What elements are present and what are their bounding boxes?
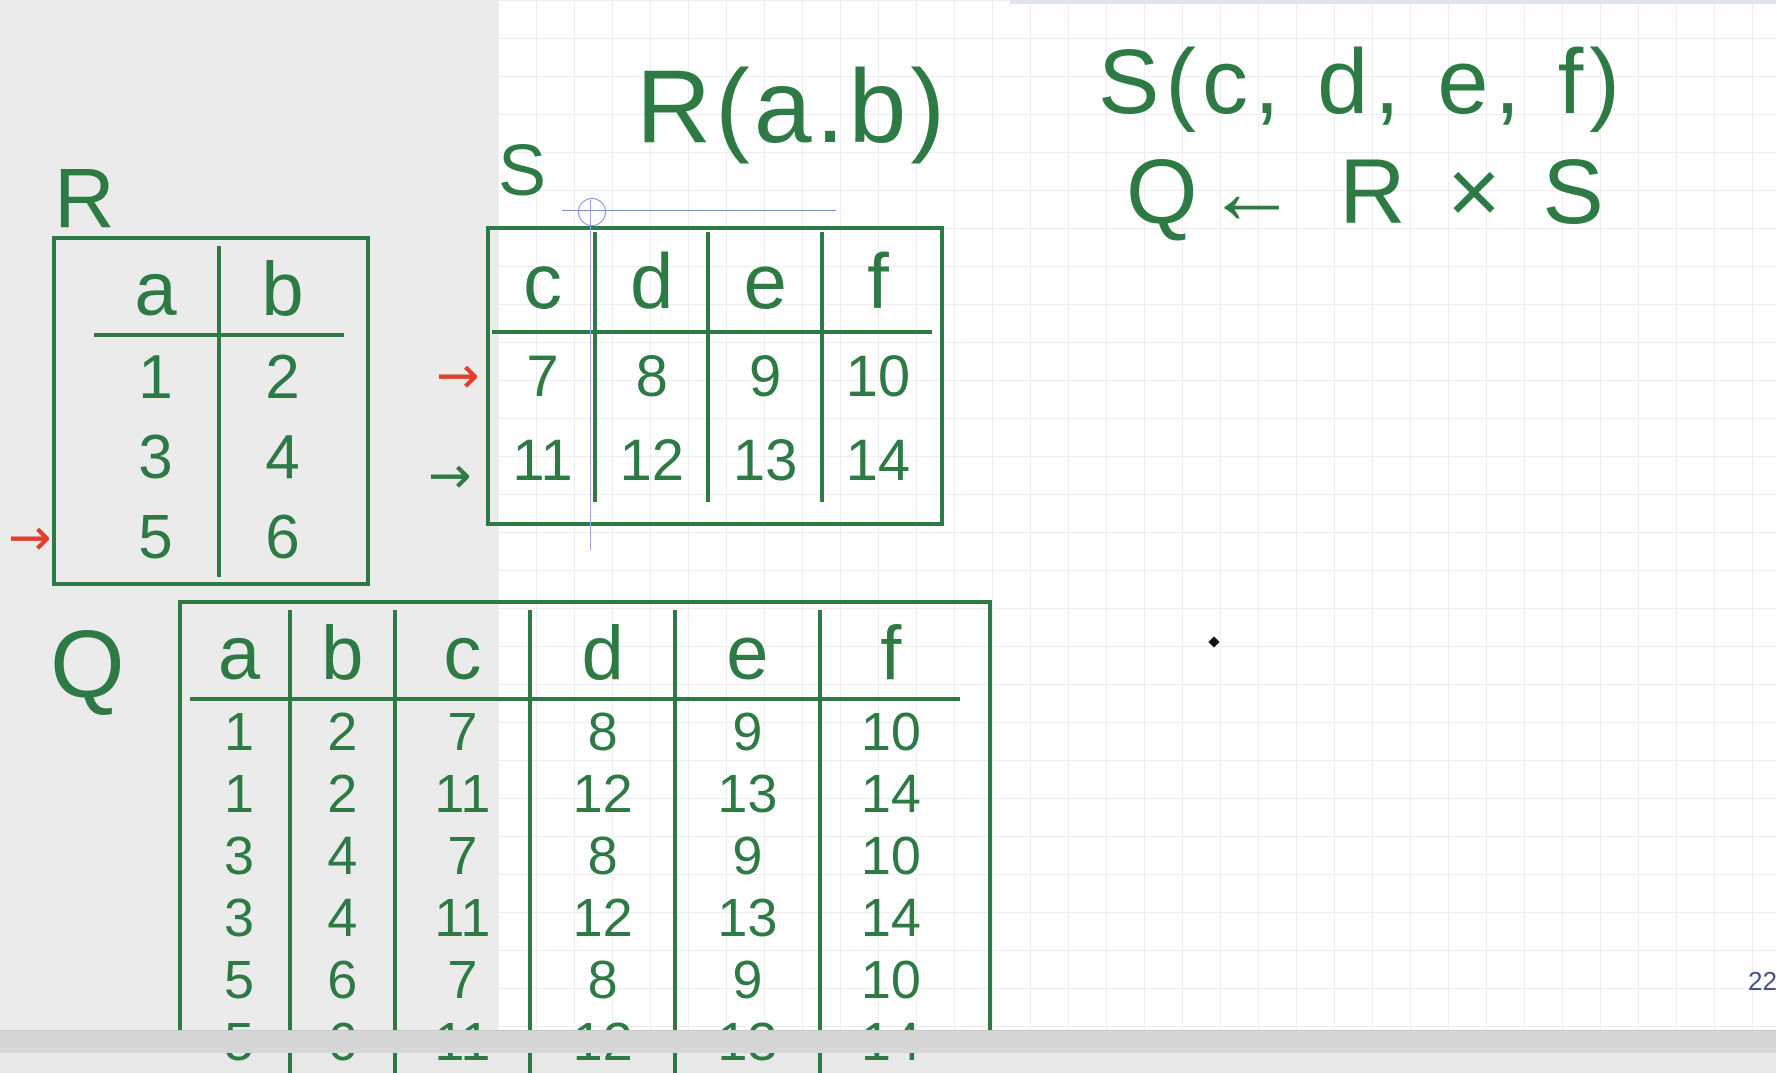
- table-cell: 12: [528, 763, 675, 825]
- table-q-header-cell: b: [288, 610, 395, 701]
- table-cell: 2: [217, 335, 344, 417]
- red-pointer-arrow-icon: →: [8, 508, 52, 568]
- table-cell: 9: [706, 332, 822, 418]
- table-s-header-cell: c: [492, 232, 595, 334]
- table-r-header-cell: a: [94, 246, 219, 337]
- table-q-header-cell: e: [672, 610, 820, 701]
- table-cell: 7: [392, 825, 531, 887]
- table-cell: 9: [672, 699, 820, 763]
- table-cell: 5: [138, 502, 173, 572]
- whiteboard-canvas[interactable]: [498, 0, 1776, 1030]
- table-cell: 4: [217, 417, 344, 497]
- table-row: 1 2 7 8 9 10: [190, 699, 960, 763]
- table-cell: 13: [672, 887, 820, 949]
- table-cell: 13: [672, 763, 820, 825]
- table-cell: 7: [526, 343, 559, 409]
- cartesian-product-expression: Q← R × S: [1126, 141, 1612, 243]
- relation-s-schema: S(c, d, e, f): [1098, 31, 1626, 133]
- table-cell: 5: [223, 950, 255, 1010]
- table-row: 5 6 7 8 9 10: [190, 949, 960, 1011]
- table-q-header-row: a b c d e f: [190, 610, 960, 701]
- table-cell: 3: [223, 826, 255, 886]
- table-row: 11 12 13 14: [492, 418, 932, 502]
- table-cell: 4: [288, 887, 395, 949]
- ruler-guide-vertical: [590, 200, 591, 550]
- table-cell: 8: [592, 332, 709, 418]
- table-cell: 1: [223, 764, 255, 824]
- table-s-header-cell: e: [706, 232, 822, 334]
- table-r-label: R: [54, 151, 115, 245]
- table-s-label: S: [498, 131, 547, 211]
- table-cell: 7: [392, 699, 531, 763]
- table-cell: 3: [138, 422, 173, 492]
- table-cell: 9: [672, 825, 820, 887]
- table-s-header-row: c d e f: [492, 232, 932, 334]
- table-cell: 3: [223, 888, 255, 948]
- green-pointer-arrow-icon: →: [428, 446, 472, 506]
- table-cell: 13: [706, 418, 822, 502]
- bottom-status-bar: [0, 1030, 1776, 1053]
- table-row: 1 2 11 12 13 14: [190, 763, 960, 825]
- table-row: 5 6: [94, 497, 344, 577]
- relation-r-schema: R(a.b): [636, 49, 949, 165]
- table-row: 3 4 11 12 13 14: [190, 887, 960, 949]
- table-cell: 10: [817, 699, 960, 763]
- table-row: 3 4: [94, 417, 344, 497]
- table-cell: 1: [138, 342, 173, 412]
- table-cell: 1: [223, 702, 255, 762]
- page-number: 22: [1748, 966, 1776, 996]
- table-r-border: [52, 236, 370, 586]
- table-row: 7 8 9 10: [492, 332, 932, 418]
- table-cell: 6: [288, 949, 395, 1011]
- table-cell: 11: [512, 427, 573, 493]
- table-cell: 8: [528, 949, 675, 1011]
- table-q-border: [178, 600, 992, 1044]
- table-cell: 4: [288, 825, 395, 887]
- crosshair-cursor-icon: [578, 198, 606, 226]
- red-pointer-arrow-icon: →: [436, 346, 480, 406]
- table-cell: 14: [817, 887, 960, 949]
- table-s: c d e f 7 8 9 10 11 12 13 14: [492, 232, 932, 502]
- table-cell: 2: [288, 763, 395, 825]
- table-q-header-cell: f: [817, 610, 960, 701]
- table-s-header-cell: d: [592, 232, 709, 334]
- table-r-header-row: a b: [94, 246, 344, 337]
- table-row: 3 4 7 8 9 10: [190, 825, 960, 887]
- table-cell: 14: [819, 418, 932, 502]
- table-cell: 10: [817, 825, 960, 887]
- table-cell: 6: [217, 497, 344, 577]
- table-q-header-cell: a: [190, 610, 291, 701]
- table-cell: 11: [392, 887, 531, 949]
- table-cell: 12: [592, 418, 709, 502]
- table-cell: 9: [672, 949, 820, 1011]
- table-q-header-cell: d: [528, 610, 675, 701]
- table-cell: 10: [817, 949, 960, 1011]
- table-q: a b c d e f 1 2 7 8 9 10 1 2 11 12 13 14…: [190, 610, 960, 1073]
- table-row: 1 2: [94, 335, 344, 417]
- table-cell: 7: [392, 949, 531, 1011]
- table-cell: 11: [392, 763, 531, 825]
- table-s-header-cell: f: [819, 232, 932, 334]
- table-cell: 8: [528, 699, 675, 763]
- table-cell: 2: [288, 699, 395, 763]
- table-cell: 10: [819, 332, 932, 418]
- table-r-header-cell: b: [217, 246, 344, 337]
- ruler-guide-line: [562, 210, 836, 211]
- table-cell: 12: [528, 887, 675, 949]
- table-q-header-cell: c: [392, 610, 531, 701]
- table-r: a b 1 2 3 4 5 6: [94, 246, 344, 577]
- table-cell: 8: [528, 825, 675, 887]
- table-s-border: [486, 226, 944, 526]
- table-cell: 14: [817, 763, 960, 825]
- top-toolbar-strip: [1010, 0, 1776, 4]
- table-q-label: Q: [50, 611, 125, 718]
